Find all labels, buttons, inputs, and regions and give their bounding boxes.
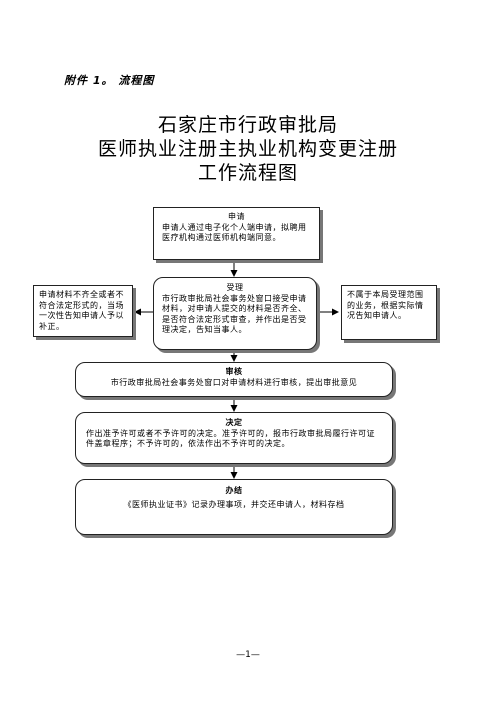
- step-finish: 办结 《医师执业证书》记录办理事项，并交还申请人，材料存档: [75, 479, 393, 535]
- note-incomplete-materials: 申请材料不齐全或者不符合法定形式的，当场一次性告知申请人予以补正。: [33, 285, 133, 337]
- note-incomplete-materials-text: 申请材料不齐全或者不符合法定形式的，当场一次性告知申请人予以补正。: [39, 290, 124, 331]
- step-review-text: 市行政审批局社会事务处窗口对申请材料进行审核，提出审批意见: [110, 377, 358, 387]
- step-apply-heading: 申请: [228, 212, 245, 221]
- step-review-heading: 审核: [225, 367, 243, 376]
- step-decide-text: 作出准予许可或者不予许可的决定。准予许可的，报市行政审批局履行许可证件盖章程序；…: [86, 428, 375, 449]
- step-accept: 受理 市行政审批局社会事务处窗口接受申请材料，对申请人提交的材料是否齐全、是否符…: [153, 277, 317, 350]
- step-finish-text: 《医师执业证书》记录办理事项，并交还申请人，材料存档: [123, 499, 345, 509]
- step-accept-text: 市行政审批局社会事务处窗口接受申请材料，对申请人提交的材料是否齐全、是否符合法定…: [162, 293, 307, 335]
- note-out-of-scope-text: 不属于本局受理范围的业务，根据实际情况告知申请人。: [347, 290, 424, 320]
- step-decide-heading: 决定: [225, 418, 243, 427]
- note-out-of-scope: 不属于本局受理范围的业务，根据实际情况告知申请人。: [341, 285, 437, 340]
- step-accept-heading: 受理: [226, 283, 244, 292]
- step-review: 审核 市行政审批局社会事务处窗口对申请材料进行审核，提出审批意见: [75, 362, 393, 397]
- page-title-line1: 石家庄市行政审批局: [157, 114, 338, 136]
- page-number: —1—: [236, 650, 260, 660]
- page-title-line2: 医师执业注册主执业机构变更注册: [97, 138, 398, 160]
- attachment-label: 附件 1。 流程图: [64, 74, 155, 87]
- step-finish-heading: 办结: [225, 486, 243, 495]
- step-apply: 申请 申请人通过电子化个人端申请，拟聘用医疗机构通过医师机构端同意。: [153, 207, 320, 260]
- page-title-line3: 工作流程图: [197, 162, 298, 184]
- step-apply-text: 申请人通过电子化个人端申请，拟聘用医疗机构通过医师机构端同意。: [162, 222, 307, 243]
- step-decide: 决定 作出准予许可或者不予许可的决定。准予许可的，报市行政审批局履行许可证件盖章…: [75, 412, 393, 464]
